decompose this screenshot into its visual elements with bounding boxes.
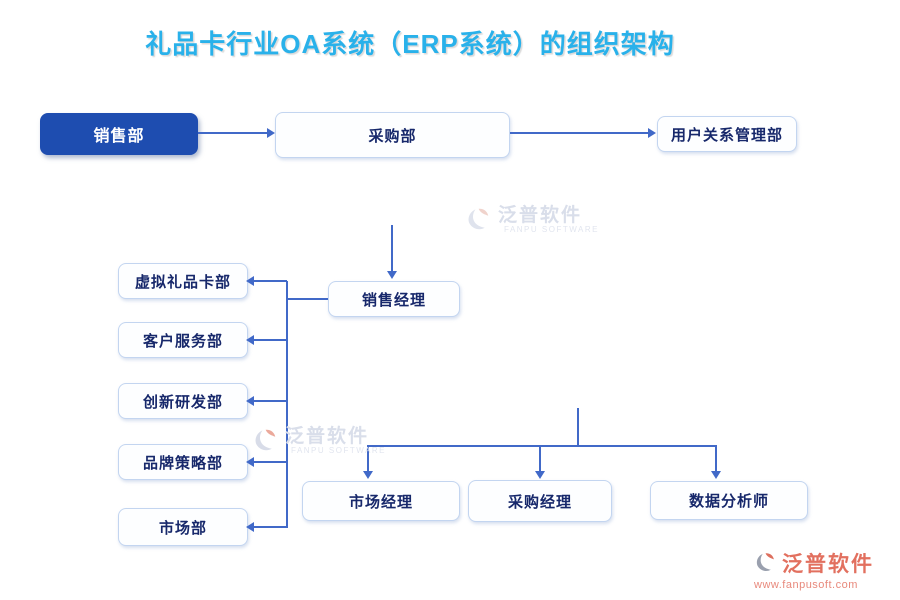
- connector-sales-manager-stub: [287, 298, 328, 300]
- arrowhead-down-icon: [535, 471, 545, 479]
- arrowhead-left-icon: [246, 335, 254, 345]
- node-data-analyst: 数据分析师: [650, 481, 808, 520]
- connector-purchase-to-user-relation: [510, 132, 648, 134]
- arrowhead-left-icon: [246, 457, 254, 467]
- node-sales-dept: 销售部: [40, 113, 198, 155]
- arrowhead-right-icon: [648, 128, 656, 138]
- connector-to-customer-service: [254, 339, 287, 341]
- arrowhead-left-icon: [246, 522, 254, 532]
- connector-to-market-dept: [254, 526, 287, 528]
- fanpu-logo-icon: [255, 429, 276, 451]
- connector-to-market-manager: [367, 445, 369, 473]
- fanpu-logo-icon: [468, 208, 489, 230]
- node-sales-manager: 销售经理: [328, 281, 460, 317]
- arrowhead-down-icon: [387, 271, 397, 279]
- node-brand-strategy-dept: 品牌策略部: [118, 444, 248, 480]
- node-purchase-manager: 采购经理: [468, 480, 612, 522]
- watermark-middle: 泛普软件 FANPU SOFTWARE: [250, 426, 386, 456]
- watermark-brand-en: FANPU SOFTWARE: [504, 224, 599, 234]
- connector-to-data-analyst: [715, 445, 717, 473]
- watermark-logo: 泛普软件 www.fanpusoft.com: [752, 548, 874, 591]
- page-title: 礼品卡行业OA系统（ERP系统）的组织架构: [145, 29, 675, 59]
- arrowhead-down-icon: [363, 471, 373, 479]
- connector-bottom-stem: [577, 408, 579, 447]
- connector-bottom-bus: [368, 445, 717, 447]
- watermark-url: www.fanpusoft.com: [754, 579, 858, 591]
- node-customer-service-dept: 客户服务部: [118, 322, 248, 358]
- arrowhead-left-icon: [246, 276, 254, 286]
- connector-to-innovation-rd: [254, 400, 287, 402]
- watermark-brand-en: FANPU SOFTWARE: [291, 445, 386, 455]
- node-market-manager: 市场经理: [302, 481, 460, 521]
- node-virtual-gift-card-dept: 虚拟礼品卡部: [118, 263, 248, 299]
- node-user-relation-dept: 用户关系管理部: [657, 116, 797, 152]
- watermark-brand: 泛普软件: [285, 425, 370, 447]
- watermark-top: 泛普软件 FANPU SOFTWARE: [463, 205, 599, 235]
- connector-down-to-sales-manager: [391, 225, 393, 272]
- connector-to-purchase-manager: [539, 445, 541, 473]
- watermark-brand: 泛普软件: [782, 553, 874, 576]
- node-innovation-rd-dept: 创新研发部: [118, 383, 248, 419]
- arrowhead-right-icon: [267, 128, 275, 138]
- connector-to-virtual-gift-card: [254, 280, 287, 282]
- connector-sales-to-purchase: [198, 132, 267, 134]
- connector-to-brand-strategy: [254, 461, 287, 463]
- watermark-brand: 泛普软件: [498, 204, 583, 226]
- fanpu-logo-icon: [756, 553, 774, 571]
- node-purchase-dept: 采购部: [275, 112, 510, 158]
- arrowhead-left-icon: [246, 396, 254, 406]
- node-market-dept: 市场部: [118, 508, 248, 546]
- connector-left-trunk: [286, 281, 288, 528]
- arrowhead-down-icon: [711, 471, 721, 479]
